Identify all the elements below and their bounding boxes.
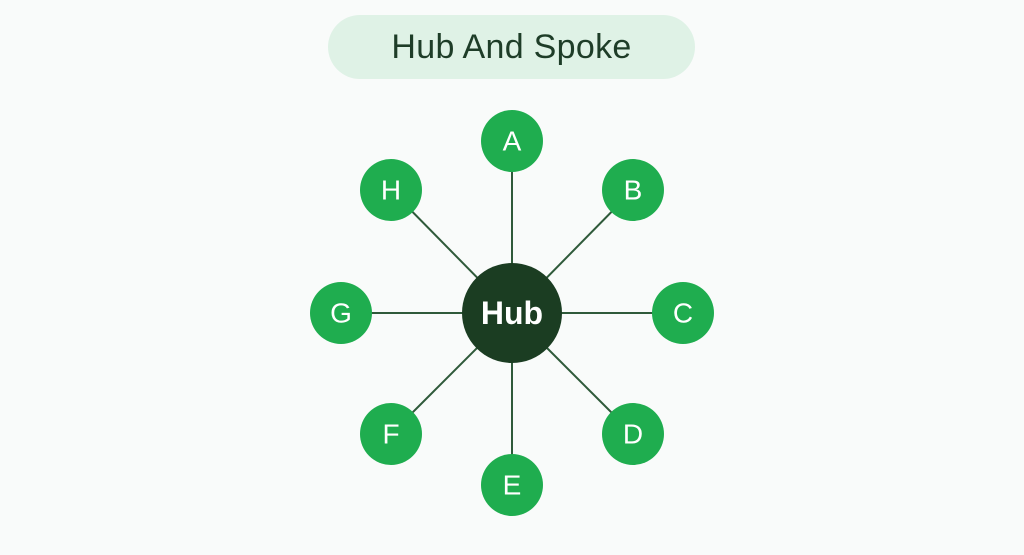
hub-node-circle — [462, 263, 562, 363]
spoke-node-a-label: A — [503, 126, 522, 157]
spoke-node-f: F — [360, 403, 422, 465]
spoke-node-h: H — [360, 159, 422, 221]
spoke-node-b: B — [602, 159, 664, 221]
spoke-node-e: E — [481, 454, 543, 516]
spoke-node-e-circle — [481, 454, 543, 516]
spoke-node-a-circle — [481, 110, 543, 172]
spoke-node-g: G — [310, 282, 372, 344]
spoke-node-c-circle — [652, 282, 714, 344]
hub-node-label: Hub — [481, 295, 543, 331]
diagram-title: Hub And Spoke — [391, 27, 632, 66]
hub-node: Hub — [462, 263, 562, 363]
spoke-node-d: D — [602, 403, 664, 465]
title-pill: Hub And Spoke — [328, 15, 695, 79]
spoke-node-d-label: D — [623, 419, 643, 450]
spoke-node-b-label: B — [624, 175, 643, 206]
spoke-node-g-label: G — [330, 298, 352, 329]
spoke-node-f-label: F — [382, 419, 399, 450]
spoke-node-h-circle — [360, 159, 422, 221]
spoke-node-b-circle — [602, 159, 664, 221]
spoke-node-f-circle — [360, 403, 422, 465]
spoke-node-g-circle — [310, 282, 372, 344]
spoke-node-e-label: E — [503, 470, 522, 501]
spoke-node-a: A — [481, 110, 543, 172]
spoke-node-c-label: C — [673, 298, 693, 329]
spoke-node-d-circle — [602, 403, 664, 465]
spoke-node-c: C — [652, 282, 714, 344]
spoke-node-h-label: H — [381, 175, 401, 206]
